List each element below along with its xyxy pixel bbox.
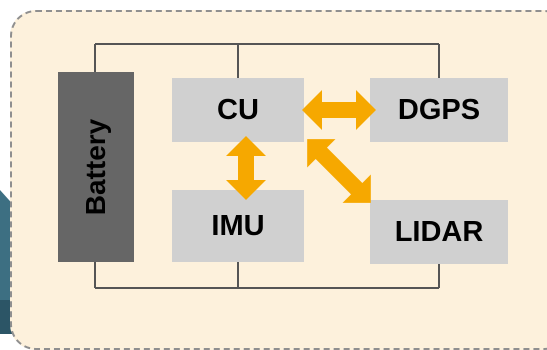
connection-arrows: [226, 90, 376, 203]
dgps-label: DGPS: [397, 93, 481, 126]
battery-box: Battery: [58, 72, 134, 262]
cu-box: CU: [172, 78, 304, 142]
lidar-label: LIDAR: [394, 215, 484, 248]
lidar-box: LIDAR: [370, 200, 508, 264]
arrow-cu-dgps: [302, 90, 376, 130]
power-wiring: [94, 43, 440, 289]
cu-label: CU: [217, 93, 259, 126]
arrow-cu-imu: [226, 136, 266, 200]
imu-box: IMU: [172, 190, 304, 262]
arrow-cu-lidar: [307, 139, 371, 203]
dgps-box: DGPS: [370, 78, 508, 142]
imu-label: IMU: [211, 209, 265, 242]
